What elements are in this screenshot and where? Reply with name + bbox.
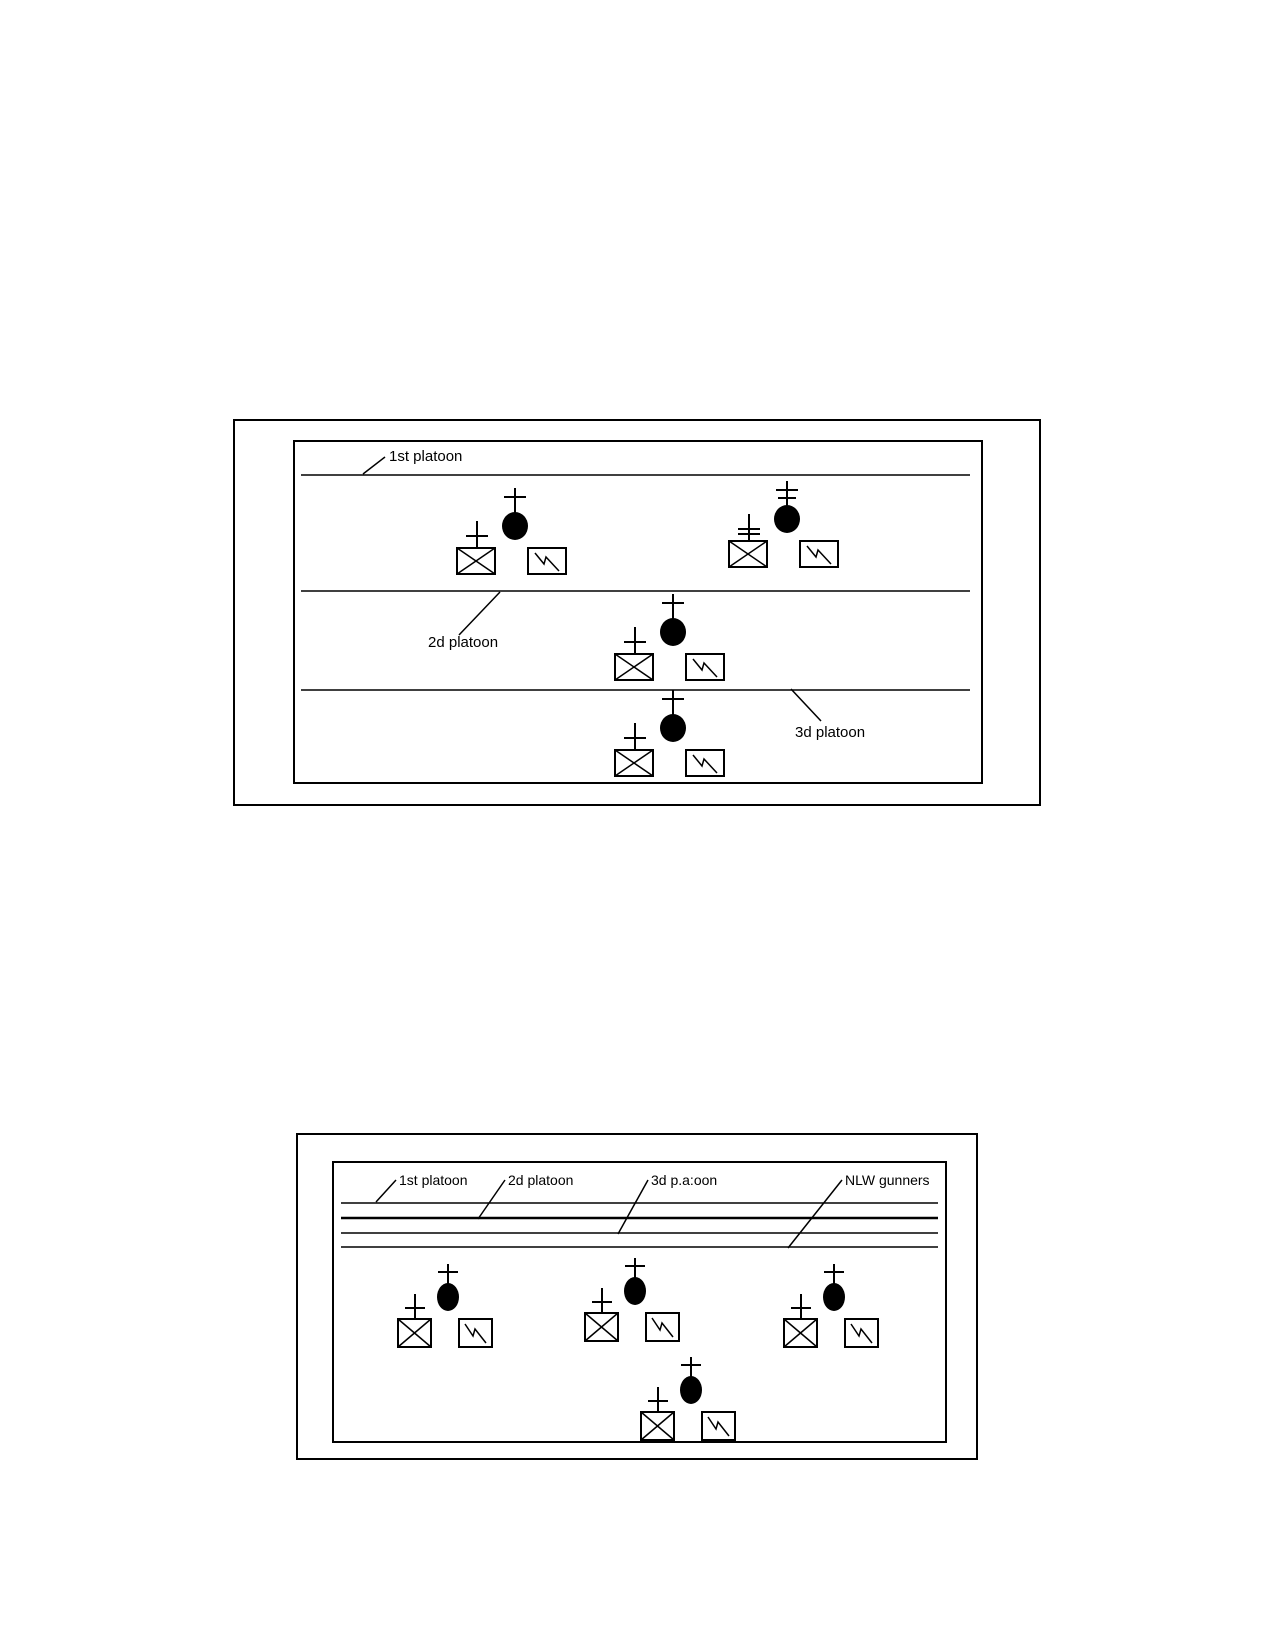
nlw-gunners-pointer (787, 1179, 843, 1249)
inner-frame (293, 440, 983, 784)
third-platoon-squad (783, 1263, 879, 1348)
figure-1-diagram: 1st platoon 2d platoon 3d platoon (293, 440, 983, 784)
figure-2-diagram: 1st platoon 2d platoon 3d p.a:oon NLW gu… (332, 1161, 947, 1443)
figure-1-platoons-in-line: 1st platoon 2d platoon 3d platoon (233, 419, 1041, 806)
third-platoon-squad (614, 689, 725, 777)
third-platoon-pointer (617, 1179, 649, 1235)
second-platoon-pointer (477, 1179, 506, 1220)
first-platoon-label: 1st platoon (389, 448, 462, 465)
figure-2-platoons-in-column: 1st platoon 2d platoon 3d p.a:oon NLW gu… (296, 1133, 978, 1460)
second-platoon-squad (614, 593, 725, 681)
second-platoon-squad (584, 1257, 680, 1342)
nlw-gunners-squad (640, 1356, 736, 1441)
third-platoon-label: 3d p.a:oon (651, 1172, 717, 1188)
first-platoon-pointer (375, 1179, 397, 1203)
first-platoon-pointer (362, 456, 386, 475)
first-platoon-squad-left (456, 487, 567, 575)
first-platoon-squad-right (728, 480, 839, 568)
second-platoon-pointer (458, 591, 501, 636)
third-platoon-label: 3d platoon (795, 724, 865, 741)
first-platoon-squad (397, 1263, 493, 1348)
third-platoon-pointer (790, 688, 822, 722)
first-platoon-label: 1st platoon (399, 1172, 468, 1188)
inner-frame (332, 1161, 947, 1443)
second-platoon-label: 2d platoon (508, 1172, 573, 1188)
nlw-gunners-label: NLW gunners (845, 1172, 930, 1188)
second-platoon-label: 2d platoon (428, 634, 498, 651)
